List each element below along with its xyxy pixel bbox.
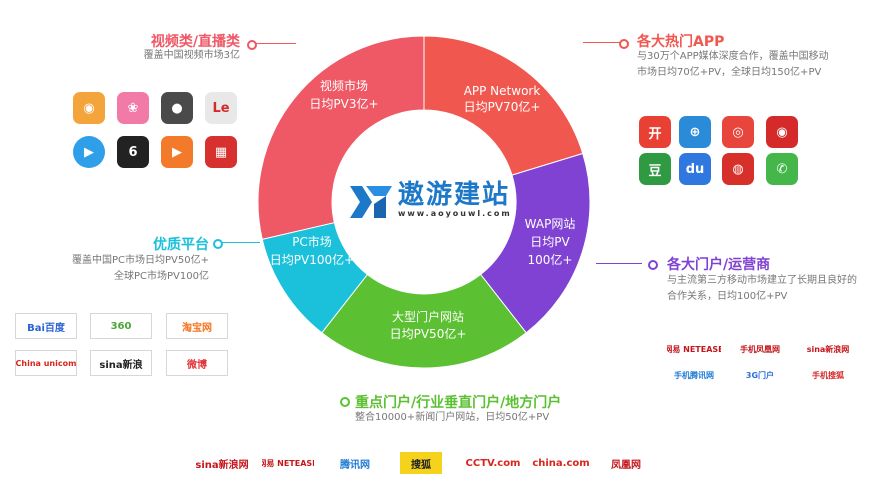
segment-app-line1: APP Network xyxy=(464,84,541,98)
marker-app xyxy=(619,39,629,49)
vertical-callout-title: 重点门户/行业垂直门户/地方门户 xyxy=(355,395,562,411)
ku6-app-icon: 6 xyxy=(117,136,149,168)
pc-callout-desc1: 覆盖中国PC市场日均PV50亿+ xyxy=(72,255,209,266)
leader-pc xyxy=(220,242,260,243)
marker-portal xyxy=(648,260,658,270)
sina-logo: sina新浪 xyxy=(90,350,152,376)
mobile-sohu-logo: 手机搜狐 xyxy=(800,366,856,384)
netease-logo: 网易 NETEASE xyxy=(667,340,721,358)
live-stream-app-icon: ▶ xyxy=(161,136,193,168)
app-callout-desc2: 市场日均70亿+PV，全球日均150亿+PV xyxy=(637,67,822,78)
beauty-camera-app-icon: ❀ xyxy=(117,92,149,124)
letv-app-icon: Le xyxy=(205,92,237,124)
tencent-bottom-logo: 腾讯网 xyxy=(329,452,381,474)
marker-vertical xyxy=(340,397,350,407)
play-video-app-icon: ▶ xyxy=(73,136,105,168)
ifeng-bottom-logo: 凤凰网 xyxy=(600,452,652,474)
leader-video xyxy=(254,43,296,44)
3g-portal-logo: 3G门户 xyxy=(730,366,790,384)
baidu-app-icon: du xyxy=(679,153,711,185)
segment-wap-line2: 日均PV xyxy=(530,235,570,249)
netease-bottom-logo: 网易 NETEASE xyxy=(262,452,314,474)
mobile-phoenix-logo: 手机凤凰网 xyxy=(730,340,790,358)
vertical-callout-desc: 整合10000+新闻门户网站，日均50亿+PV xyxy=(355,412,550,423)
tencent-mobile-logo: 手机腾讯网 xyxy=(667,366,721,384)
baidu-logo: Bai百度 xyxy=(15,313,77,339)
portal-callout-desc1: 与主流第三方移动市场建立了长期且良好的 xyxy=(667,275,857,286)
segment-pc-line1: PC市场 xyxy=(292,234,332,249)
kaixin-app-icon: 开 xyxy=(639,116,671,148)
wechat-app-icon: ✆ xyxy=(766,153,798,185)
segment-pc-line2: 日均PV100亿+ xyxy=(270,252,354,267)
segment-video-line1: 视频市场 xyxy=(320,78,368,93)
center-brand-url: www.aoyouwl.com xyxy=(398,209,512,218)
donut-center-disc xyxy=(332,110,516,294)
segment-app-line2: 日均PV70亿+ xyxy=(464,99,541,114)
segment-wap-line3: 100亿+ xyxy=(528,252,573,267)
lens-camera-app-icon: ● xyxy=(161,92,193,124)
weibo-app-icon: ◎ xyxy=(722,116,754,148)
taobao-logo: 淘宝网 xyxy=(166,313,228,339)
letv-red-app-icon: ◉ xyxy=(766,116,798,148)
china-unicom-logo: China unicom xyxy=(15,350,77,376)
app-callout-desc1: 与30万个APP媒体深度合作，覆盖中国移动 xyxy=(637,51,829,62)
center-brand-name: 遨游建站 xyxy=(398,180,510,210)
segment-wap-line1: WAP网站 xyxy=(525,217,576,231)
segment-video-line2: 日均PV3亿+ xyxy=(309,96,378,111)
radio-app-icon: ▦ xyxy=(205,136,237,168)
segment-portal-line1: 大型门户网站 xyxy=(392,309,464,324)
weibo-logo: 微博 xyxy=(166,350,228,376)
sohu-bottom-logo: 搜狐 xyxy=(400,452,442,474)
pc-callout-desc2: 全球PC市场PV100亿 xyxy=(114,271,209,282)
segment-portal-line2: 日均PV50亿+ xyxy=(390,326,467,341)
video-callout-title: 视频类/直播类 xyxy=(150,34,240,50)
app-callout-title: 各大热门APP xyxy=(637,34,725,50)
shared-app-icon: ⊕ xyxy=(679,116,711,148)
portal-callout-title: 各大门户/运营商 xyxy=(667,257,771,273)
sina-bottom-logo: sina新浪网 xyxy=(196,452,248,474)
sina-mobile-logo: sina新浪网 xyxy=(800,340,856,358)
aoyou-logo-mark xyxy=(350,186,392,218)
cctv-bottom-logo: CCTV.com xyxy=(463,452,523,474)
leader-app xyxy=(583,42,629,43)
video-callout-desc: 覆盖中国视频市场3亿 xyxy=(143,50,240,61)
360-logo: 360 xyxy=(90,313,152,339)
douban-app-icon: 豆 xyxy=(639,153,671,185)
camera-app-icon: ◉ xyxy=(73,92,105,124)
mobile-market-app-icon: ◍ xyxy=(722,153,754,185)
portal-callout-desc2: 合作关系，日均100亿+PV xyxy=(667,291,788,302)
leader-portal xyxy=(596,263,642,264)
pc-callout-title: 优质平台 xyxy=(153,237,209,253)
marker-pc xyxy=(213,239,223,249)
china-com-bottom-logo: china.com xyxy=(532,452,590,474)
marker-video xyxy=(247,40,257,50)
